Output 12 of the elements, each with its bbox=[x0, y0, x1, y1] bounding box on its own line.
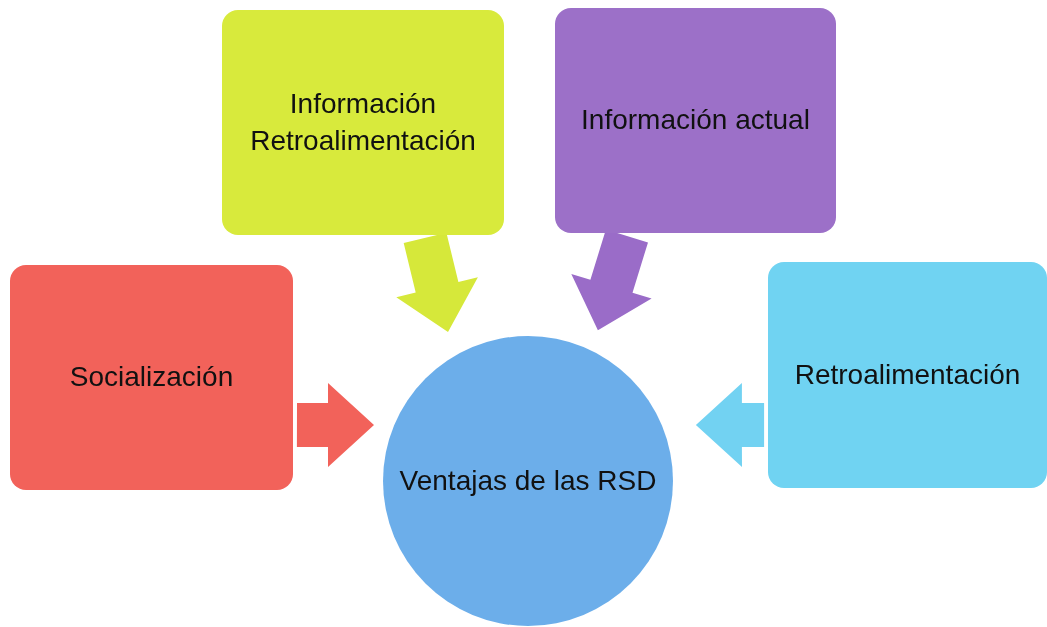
node-label: Información actual bbox=[581, 103, 810, 138]
node-label: Ventajas de las RSD bbox=[399, 463, 657, 498]
rounded-box bbox=[10, 265, 293, 490]
block-arrow bbox=[396, 232, 478, 332]
rounded-box bbox=[555, 8, 836, 233]
block-arrow bbox=[695, 383, 765, 467]
node-label: Retroalimentación bbox=[794, 357, 1021, 392]
block-arrow bbox=[296, 383, 374, 467]
node-label: Socialización bbox=[69, 360, 234, 395]
rounded-box bbox=[222, 10, 504, 235]
rounded-box bbox=[768, 262, 1047, 488]
node-label: Información Retroalimentación bbox=[249, 87, 477, 158]
